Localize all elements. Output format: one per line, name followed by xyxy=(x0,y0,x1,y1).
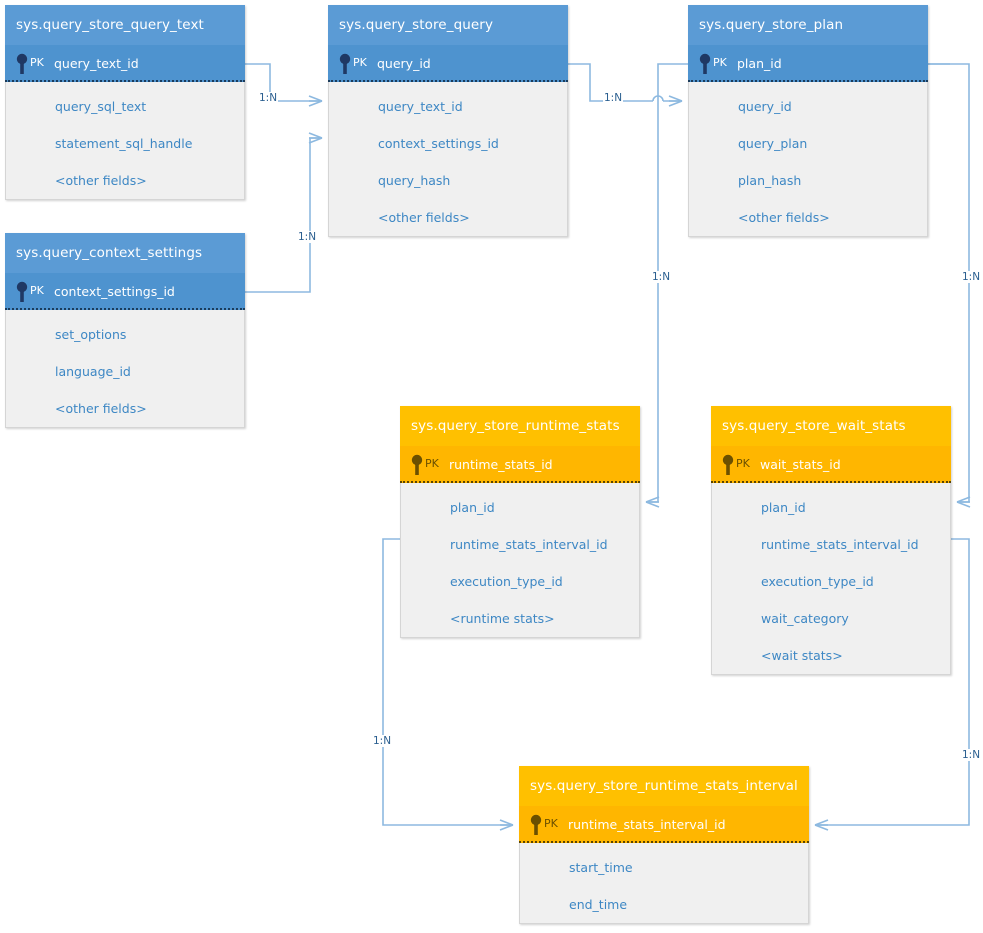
primary-key-row: PK runtime_stats_id xyxy=(400,446,640,483)
entity-title: sys.query_store_runtime_stats_interval xyxy=(519,766,809,806)
pk-field-name: plan_id xyxy=(737,56,782,71)
field-row: <other fields> xyxy=(738,210,830,225)
pk-badge: PK xyxy=(339,53,373,75)
primary-key-row: PK plan_id xyxy=(688,45,928,82)
field-row: query_id xyxy=(738,99,792,114)
entity-query-store-query[interactable]: sys.query_store_query PK query_id query_… xyxy=(328,5,568,237)
pk-abbrev-label: PK xyxy=(713,56,727,69)
field-row: <wait stats> xyxy=(761,648,843,663)
field-row: query_text_id xyxy=(378,99,463,114)
key-icon xyxy=(339,53,351,74)
entity-fields: query_id query_plan plan_hash <other fie… xyxy=(688,82,928,237)
pk-abbrev-label: PK xyxy=(736,457,750,470)
field-row: context_settings_id xyxy=(378,136,499,151)
entity-fields: plan_id runtime_stats_interval_id execut… xyxy=(711,483,951,675)
key-icon xyxy=(699,53,711,74)
key-icon xyxy=(722,454,734,475)
entity-fields: set_options language_id <other fields> xyxy=(5,310,245,428)
field-row: query_hash xyxy=(378,173,451,188)
pk-field-name: context_settings_id xyxy=(54,284,175,299)
pk-badge: PK xyxy=(530,814,564,836)
key-icon xyxy=(530,814,542,835)
primary-key-row: PK runtime_stats_interval_id xyxy=(519,806,809,843)
cardinality-label-context-settings-to-query: 1:N xyxy=(297,231,318,243)
field-row: plan_hash xyxy=(738,173,802,188)
pk-field-name: runtime_stats_id xyxy=(449,457,553,472)
pk-abbrev-label: PK xyxy=(30,284,44,297)
field-row: wait_category xyxy=(761,611,849,626)
cardinality-label-interval-to-wait-stats: 1:N xyxy=(961,749,982,761)
field-row: runtime_stats_interval_id xyxy=(761,537,919,552)
entity-title: sys.query_store_plan xyxy=(688,5,928,45)
pk-abbrev-label: PK xyxy=(353,56,367,69)
entity-query-store-plan[interactable]: sys.query_store_plan PK plan_id query_id… xyxy=(688,5,928,237)
entity-query-context-settings[interactable]: sys.query_context_settings PK context_se… xyxy=(5,233,245,428)
entity-query-store-runtime-stats[interactable]: sys.query_store_runtime_stats PK runtime… xyxy=(400,406,640,638)
pk-badge: PK xyxy=(16,53,50,75)
primary-key-row: PK query_id xyxy=(328,45,568,82)
pk-abbrev-label: PK xyxy=(30,56,44,69)
field-row: execution_type_id xyxy=(450,574,563,589)
cardinality-label-interval-to-runtime-stats: 1:N xyxy=(372,735,393,747)
pk-abbrev-label: PK xyxy=(544,817,558,830)
entity-query-store-wait-stats[interactable]: sys.query_store_wait_stats PK wait_stats… xyxy=(711,406,951,675)
field-row: query_sql_text xyxy=(55,99,147,114)
cardinality-label-plan-to-runtime-stats: 1:N xyxy=(651,271,672,283)
field-row: start_time xyxy=(569,860,633,875)
pk-field-name: runtime_stats_interval_id xyxy=(568,817,726,832)
entity-title: sys.query_store_runtime_stats xyxy=(400,406,640,446)
entity-fields: plan_id runtime_stats_interval_id execut… xyxy=(400,483,640,638)
key-icon xyxy=(16,281,28,302)
entity-fields: query_text_id context_settings_id query_… xyxy=(328,82,568,237)
pk-badge: PK xyxy=(16,281,50,303)
entity-title: sys.query_store_query xyxy=(328,5,568,45)
cardinality-label-plan-to-wait-stats: 1:N xyxy=(961,271,982,283)
entity-query-store-runtime-stats-interval[interactable]: sys.query_store_runtime_stats_interval P… xyxy=(519,766,809,924)
field-row: <other fields> xyxy=(378,210,470,225)
field-row: statement_sql_handle xyxy=(55,136,193,151)
pk-badge: PK xyxy=(699,53,733,75)
field-row: <other fields> xyxy=(55,401,147,416)
field-row: query_plan xyxy=(738,136,808,151)
field-row: <runtime stats> xyxy=(450,611,555,626)
key-icon xyxy=(411,454,423,475)
field-row: language_id xyxy=(55,364,131,379)
field-row: plan_id xyxy=(450,500,495,515)
entity-title: sys.query_context_settings xyxy=(5,233,245,273)
field-row: end_time xyxy=(569,897,628,912)
field-row: set_options xyxy=(55,327,127,342)
pk-badge: PK xyxy=(411,454,445,476)
pk-field-name: wait_stats_id xyxy=(760,457,841,472)
pk-abbrev-label: PK xyxy=(425,457,439,470)
entity-title: sys.query_store_wait_stats xyxy=(711,406,951,446)
cardinality-label-query-to-plan: 1:N xyxy=(603,92,624,104)
field-row: runtime_stats_interval_id xyxy=(450,537,608,552)
primary-key-row: PK query_text_id xyxy=(5,45,245,82)
cardinality-label-query-text-to-query: 1:N xyxy=(258,92,279,104)
pk-field-name: query_id xyxy=(377,56,431,71)
pk-badge: PK xyxy=(722,454,756,476)
entity-fields: query_sql_text statement_sql_handle <oth… xyxy=(5,82,245,200)
entity-fields: start_time end_time xyxy=(519,843,809,924)
entity-query-store-query-text[interactable]: sys.query_store_query_text PK query_text… xyxy=(5,5,245,200)
field-row: execution_type_id xyxy=(761,574,874,589)
primary-key-row: PK wait_stats_id xyxy=(711,446,951,483)
primary-key-row: PK context_settings_id xyxy=(5,273,245,310)
field-row: plan_id xyxy=(761,500,806,515)
pk-field-name: query_text_id xyxy=(54,56,139,71)
field-row: <other fields> xyxy=(55,173,147,188)
entity-title: sys.query_store_query_text xyxy=(5,5,245,45)
key-icon xyxy=(16,53,28,74)
